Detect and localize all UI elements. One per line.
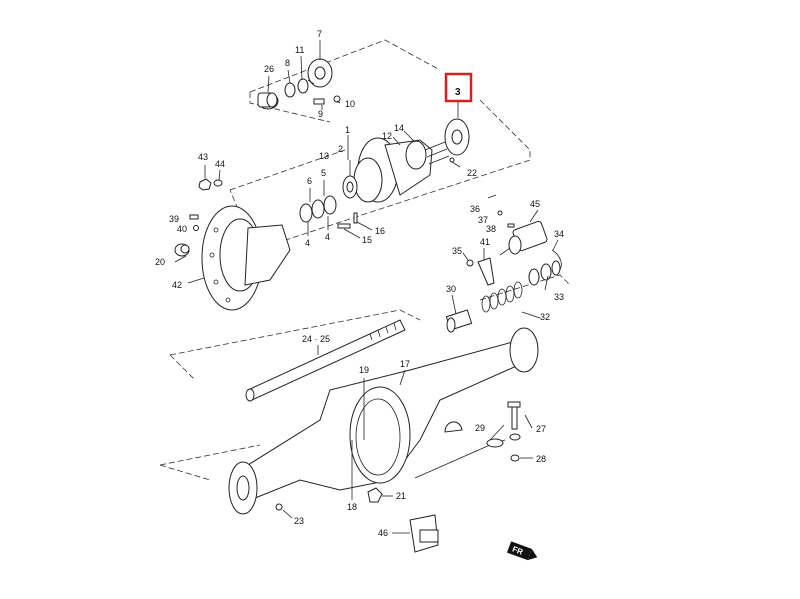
callout-5[interactable]: 5 — [321, 168, 326, 178]
part-axle-housing-17 — [228, 327, 539, 515]
part-spring-32 — [481, 281, 523, 313]
callout-16[interactable]: 16 — [375, 226, 385, 236]
callout-42[interactable]: 42 — [172, 280, 182, 290]
part-ring-gear-42 — [201, 205, 291, 311]
direction-badge: FR — [507, 541, 538, 561]
part-rings-8-11 — [284, 78, 309, 98]
part-bolt-15 — [337, 223, 351, 229]
part-pinion-20 — [174, 243, 190, 257]
callout-8[interactable]: 8 — [285, 58, 290, 68]
callout-27[interactable]: 27 — [536, 424, 546, 434]
part-washer-44 — [213, 179, 223, 187]
part-actuator-45 — [499, 220, 548, 256]
callout-38[interactable]: 38 — [486, 224, 496, 234]
callout-24-25[interactable]: 24 · 25 — [302, 334, 330, 344]
part-spring-33 — [528, 260, 561, 286]
part-bolts-9-10 — [313, 95, 341, 105]
callout-leaders — [174, 40, 559, 534]
callout-29[interactable]: 29 — [475, 423, 485, 433]
callout-36[interactable]: 36 — [470, 204, 480, 214]
callout-9[interactable]: 9 — [318, 109, 323, 119]
part-axle-shaft-24-25 — [245, 319, 406, 402]
callout-22[interactable]: 22 — [467, 168, 477, 178]
callout-12[interactable]: 12 — [382, 131, 392, 141]
part-clips-36-37-38 — [487, 194, 515, 228]
direction-arrow-icon — [527, 548, 538, 561]
callout-33[interactable]: 33 — [554, 292, 564, 302]
callout-21[interactable]: 21 — [396, 491, 406, 501]
callout-14[interactable]: 14 — [394, 123, 404, 133]
callout-43[interactable]: 43 — [198, 152, 208, 162]
part-bolt-35 — [466, 259, 474, 267]
callout-34[interactable]: 34 — [554, 229, 564, 239]
part-differential-case — [353, 118, 470, 203]
callout-32[interactable]: 32 — [540, 312, 550, 322]
direction-badge-box — [507, 541, 532, 561]
callout-15[interactable]: 15 — [362, 235, 372, 245]
part-fork-41 — [477, 257, 495, 286]
callout-19[interactable]: 19 — [359, 365, 369, 375]
highlighted-callout-3[interactable]: 3 — [444, 72, 473, 103]
part-switch-46 — [409, 514, 439, 553]
part-bolt-16 — [353, 212, 358, 224]
callout-18[interactable]: 18 — [347, 502, 357, 512]
part-nut-43 — [198, 178, 212, 191]
part-bearings-4-5-6 — [299, 195, 337, 223]
callout-45[interactable]: 45 — [530, 199, 540, 209]
callout-30[interactable]: 30 — [446, 284, 456, 294]
callout-46[interactable]: 46 — [378, 528, 388, 538]
callout-7[interactable]: 7 — [317, 29, 322, 39]
callout-39[interactable]: 39 — [169, 214, 179, 224]
highlight-box — [444, 72, 473, 103]
callout-1[interactable]: 1 — [345, 125, 350, 135]
callout-13[interactable]: 13 — [319, 151, 329, 161]
callout-35[interactable]: 35 — [452, 246, 462, 256]
callout-4-right[interactable]: 4 — [325, 232, 330, 242]
callout-23[interactable]: 23 — [294, 516, 304, 526]
callout-labels: 26 8 11 7 9 10 1 14 12 2 13 22 43 44 6 5… — [155, 29, 564, 538]
part-sleeve-30 — [445, 309, 473, 333]
highlight-label: 3 — [455, 87, 461, 98]
callout-4-left[interactable]: 4 — [305, 238, 310, 248]
callout-17[interactable]: 17 — [400, 359, 410, 369]
callout-2[interactable]: 2 — [338, 144, 343, 154]
part-bearing-13 — [342, 175, 358, 199]
callout-41[interactable]: 41 — [480, 237, 490, 247]
part-bolt-23 — [275, 503, 283, 511]
part-bolts-39-40 — [189, 214, 199, 231]
part-cap-26 — [257, 92, 279, 110]
part-bolt-27-28 — [507, 401, 521, 462]
part-flange-7 — [307, 58, 333, 88]
callout-37[interactable]: 37 — [478, 215, 488, 225]
part-bracket-29 — [414, 438, 506, 479]
direction-badge-label: FR — [511, 545, 524, 557]
callout-10[interactable]: 10 — [345, 99, 355, 109]
callout-11[interactable]: 11 — [295, 45, 304, 55]
part-breather-21 — [367, 487, 383, 503]
callout-26[interactable]: 26 — [264, 64, 274, 74]
callout-44[interactable]: 44 — [215, 159, 225, 169]
callout-20[interactable]: 20 — [155, 257, 165, 267]
callout-6[interactable]: 6 — [307, 176, 312, 186]
callout-40[interactable]: 40 — [177, 224, 187, 234]
callout-28[interactable]: 28 — [536, 454, 546, 464]
